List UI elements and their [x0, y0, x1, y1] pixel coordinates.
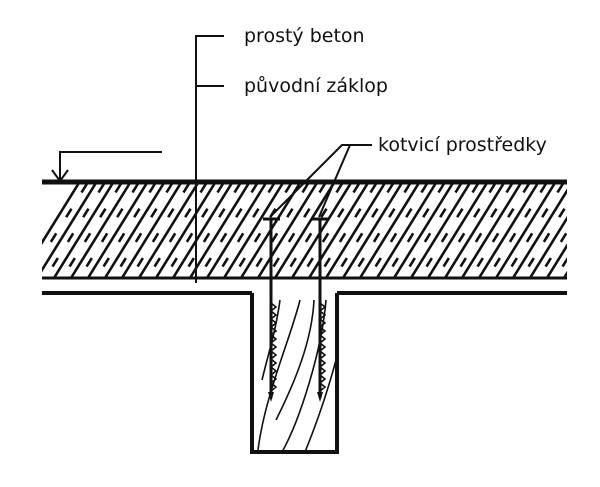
leader-concrete	[195, 35, 224, 283]
label-anchors: kotvicí prostředky	[378, 134, 547, 156]
anchor-screw-right	[312, 217, 329, 402]
label-original-decking: původní záklop	[244, 75, 388, 97]
leader-anchors-branch	[318, 144, 351, 218]
timber-beam	[250, 293, 339, 454]
level-marker	[51, 151, 162, 183]
label-concrete: prostý beton	[244, 25, 365, 47]
leader-anchors	[269, 144, 372, 218]
concrete-hatch	[42, 183, 567, 278]
anchor-screw-left	[263, 217, 280, 402]
hatch-lines	[42, 183, 567, 278]
leader-lines	[195, 35, 372, 283]
hatch-dashes	[49, 183, 567, 268]
